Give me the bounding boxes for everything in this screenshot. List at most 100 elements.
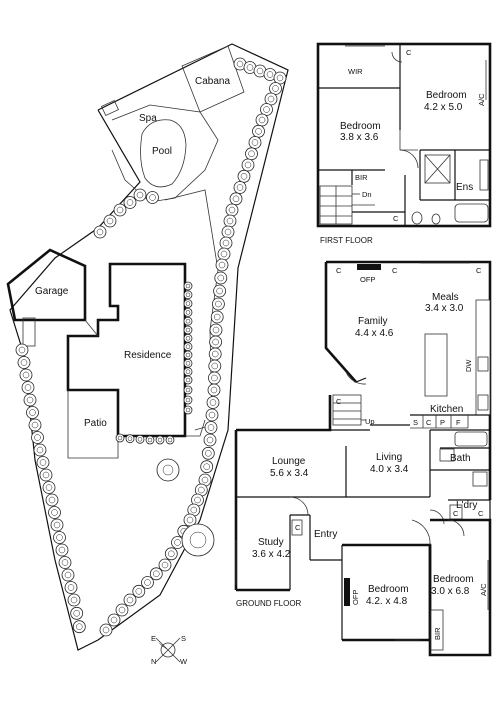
tree-core bbox=[73, 610, 80, 617]
tree-core bbox=[211, 362, 219, 370]
gf-ac-label: A/C bbox=[479, 583, 488, 596]
tree-icon bbox=[36, 456, 50, 469]
site-trees bbox=[15, 57, 287, 637]
tree-core bbox=[185, 327, 191, 333]
tree-core bbox=[126, 596, 134, 604]
tree-core bbox=[222, 239, 230, 247]
tree-core bbox=[51, 509, 58, 516]
tree-core bbox=[126, 199, 134, 206]
tree-core bbox=[248, 150, 255, 158]
tree-icon bbox=[42, 481, 56, 494]
gf-bedroom-b-name: Bedroom bbox=[433, 574, 474, 585]
tree-icon bbox=[207, 383, 221, 397]
tree-core bbox=[56, 534, 63, 541]
gf-meals-name: Meals bbox=[432, 292, 459, 303]
gf-study-name: Study bbox=[258, 537, 284, 548]
tree-core bbox=[167, 437, 173, 443]
tree-icon bbox=[17, 356, 31, 369]
tree-core bbox=[255, 128, 262, 135]
gf-storage-f: F bbox=[456, 418, 461, 427]
gf-ofp-side: OFP bbox=[351, 590, 360, 605]
tree-core bbox=[198, 486, 205, 494]
pool bbox=[140, 119, 187, 188]
tree-icon bbox=[245, 147, 258, 161]
tree-core bbox=[266, 71, 274, 78]
tree-core bbox=[236, 60, 244, 68]
tree-icon bbox=[70, 606, 84, 620]
tree-core bbox=[157, 437, 163, 443]
site-plan: Cabana Spa Pool Garage Residence Patio E… bbox=[6, 43, 289, 666]
gf-family-name: Family bbox=[358, 316, 387, 327]
gf-c-mark-6: C bbox=[478, 509, 484, 518]
tree-core bbox=[194, 496, 201, 504]
tree-icon bbox=[237, 169, 251, 183]
tree-icon bbox=[204, 421, 218, 434]
tree-icon bbox=[183, 395, 193, 405]
gf-up-label: Up bbox=[365, 417, 375, 426]
tree-core bbox=[201, 476, 209, 484]
tree-icon bbox=[225, 203, 239, 217]
tree-core bbox=[161, 561, 169, 569]
tree-core bbox=[137, 437, 143, 442]
tree-core bbox=[106, 217, 114, 225]
tree-icon bbox=[203, 433, 217, 447]
tree-core bbox=[48, 496, 56, 504]
gf-storage-p: P bbox=[440, 418, 445, 427]
tree-core bbox=[18, 346, 26, 354]
tree-core bbox=[218, 261, 226, 269]
tree-icon bbox=[201, 446, 215, 460]
carport-post bbox=[22, 317, 36, 347]
tree-core bbox=[118, 606, 126, 614]
tree-icon bbox=[206, 396, 220, 409]
tree-icon bbox=[61, 568, 75, 582]
tree-core bbox=[102, 626, 110, 634]
gf-bath-label: Bath bbox=[450, 453, 471, 464]
tree-core bbox=[224, 228, 232, 236]
tree-core bbox=[144, 579, 151, 586]
tree-icon bbox=[221, 225, 235, 239]
tree-icon bbox=[132, 584, 146, 598]
tree-icon bbox=[241, 158, 255, 172]
tree-icon bbox=[115, 603, 129, 617]
tree-core bbox=[53, 521, 61, 529]
tree-core bbox=[209, 399, 217, 406]
tree-core bbox=[215, 300, 222, 308]
tree-core bbox=[236, 184, 244, 191]
tree-icon bbox=[229, 192, 243, 206]
tree-core bbox=[185, 387, 191, 393]
tree-core bbox=[220, 250, 228, 258]
tree-icon bbox=[55, 543, 69, 557]
tree-core bbox=[232, 195, 240, 203]
ff-bedroom1-name: Bedroom bbox=[426, 90, 467, 101]
compass-icon: E S N W bbox=[151, 634, 188, 666]
tree-icon bbox=[208, 359, 222, 373]
tree-core bbox=[185, 369, 191, 374]
tree-icon bbox=[252, 124, 265, 138]
ff-c-label-2: C bbox=[393, 214, 399, 223]
tree-icon bbox=[233, 181, 247, 194]
tree-core bbox=[185, 318, 191, 324]
tree-icon bbox=[215, 258, 229, 272]
ff-ens-label: Ens bbox=[456, 182, 473, 193]
tree-icon bbox=[208, 347, 222, 361]
tree-icon bbox=[141, 576, 154, 589]
tree-icon bbox=[103, 214, 117, 228]
tree-core bbox=[267, 95, 275, 103]
tree-icon bbox=[209, 335, 223, 349]
tree-core bbox=[136, 191, 144, 199]
tree-icon bbox=[99, 623, 113, 637]
tree-icon bbox=[207, 371, 221, 385]
tree-icon bbox=[205, 408, 219, 422]
gf-dw-label: DW bbox=[464, 359, 473, 372]
tree-core bbox=[31, 421, 39, 429]
tree-core bbox=[70, 596, 78, 604]
tree-core bbox=[24, 384, 32, 391]
tree-core bbox=[211, 374, 218, 382]
first-floor-caption: FIRST FLOOR bbox=[320, 236, 373, 245]
tree-core bbox=[61, 559, 69, 566]
tree-icon bbox=[135, 434, 145, 444]
tree-icon bbox=[125, 434, 135, 444]
tree-core bbox=[116, 206, 124, 214]
tree-core bbox=[110, 616, 118, 624]
tree-core bbox=[185, 377, 191, 383]
